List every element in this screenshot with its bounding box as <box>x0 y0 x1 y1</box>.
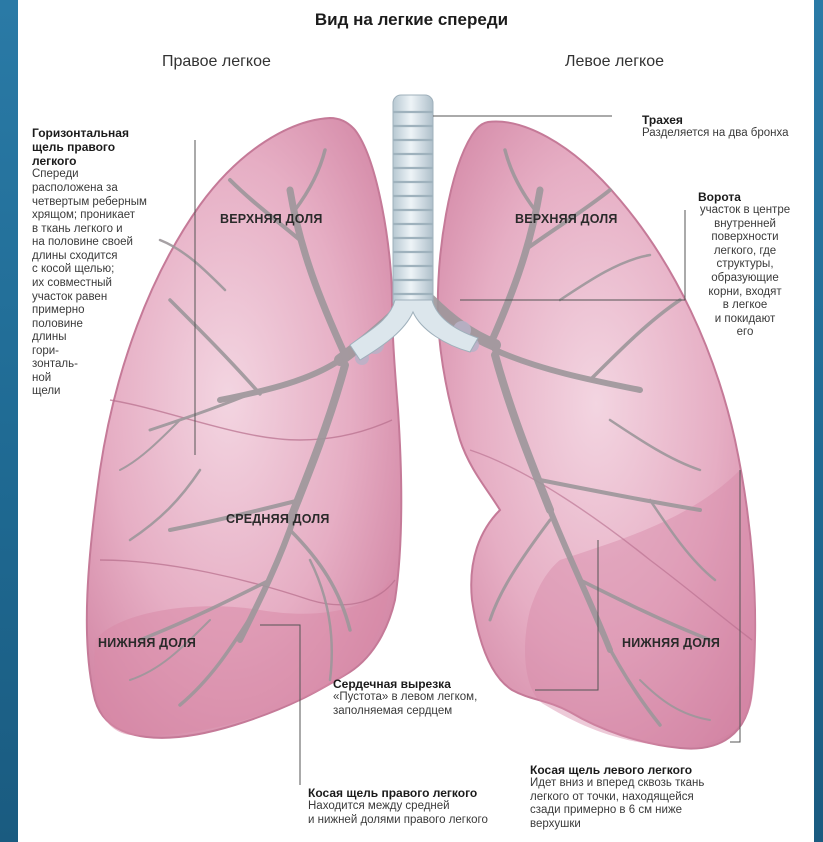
right-lower-lobe-label: НИЖНЯЯ ДОЛЯ <box>98 636 196 650</box>
hilum-line: корни, входят <box>690 286 800 300</box>
hilum-line: и покидают <box>690 313 800 327</box>
hilum-line: внутренней <box>690 218 800 232</box>
hilum-line: структуры, <box>690 258 800 272</box>
horizontal-fissure-line: щели <box>32 385 192 399</box>
left-oblique-line: легкого от точки, находящейся <box>530 791 704 805</box>
left-lower-lobe-label: НИЖНЯЯ ДОЛЯ <box>622 636 720 650</box>
horizontal-fissure-line: с косой щелью; <box>32 263 192 277</box>
right-oblique-heading: Косая щель правого легкого <box>308 786 488 800</box>
horizontal-fissure-line: длины <box>32 331 192 345</box>
horizontal-fissure-line: хрящом; проникает <box>32 209 192 223</box>
horizontal-fissure-line: на половине своей <box>32 236 192 250</box>
horizontal-fissure-line: участок равен <box>32 291 192 305</box>
hilum-callout: Ворота участок в центре внутренней повер… <box>690 190 800 340</box>
horizontal-fissure-line: зонталь- <box>32 358 192 372</box>
cardiac-notch-line: заполняемая сердцем <box>333 705 477 719</box>
trachea-callout: Трахея Разделяется на два бронха <box>642 113 789 141</box>
cardiac-notch-callout: Сердечная вырезка «Пустота» в левом легк… <box>333 677 477 718</box>
horizontal-fissure-line: расположена за <box>32 182 192 196</box>
hilum-line: образующие <box>690 272 800 286</box>
right-oblique-fissure-callout: Косая щель правого легкого Находится меж… <box>308 786 488 827</box>
horizontal-fissure-line: половине <box>32 318 192 332</box>
trachea-text: Разделяется на два бронха <box>642 127 789 141</box>
hilum-line: легкого, где <box>690 245 800 259</box>
left-oblique-line: сзади примерно в 6 см ниже <box>530 804 704 818</box>
left-upper-lobe-label: ВЕРХНЯЯ ДОЛЯ <box>515 212 618 226</box>
horizontal-fissure-line: ной <box>32 372 192 386</box>
horizontal-fissure-callout: Горизонтальная щель правого легкого Спер… <box>32 126 192 399</box>
hilum-line: его <box>690 326 800 340</box>
right-middle-lobe-label: СРЕДНЯЯ ДОЛЯ <box>226 512 330 526</box>
right-lung-label: Правое легкое <box>162 53 271 72</box>
left-oblique-line: верхушки <box>530 818 704 832</box>
horizontal-fissure-line: Спереди <box>32 168 192 182</box>
right-oblique-line: Находится между средней <box>308 800 488 814</box>
hilum-line: поверхности <box>690 231 800 245</box>
horizontal-fissure-line: их совместный <box>32 277 192 291</box>
horizontal-fissure-line: четвертым реберным <box>32 196 192 210</box>
hilum-line: в легкое <box>690 299 800 313</box>
trachea-heading: Трахея <box>642 113 789 127</box>
page-title: Вид на легкие спереди <box>0 10 823 30</box>
hilum-heading: Ворота <box>690 190 800 204</box>
hilum-line: участок в центре <box>690 204 800 218</box>
right-oblique-line: и нижней долями правого легкого <box>308 814 488 828</box>
horizontal-fissure-line: гори- <box>32 345 192 359</box>
left-lung-label: Левое легкое <box>565 53 664 72</box>
left-oblique-heading: Косая щель левого легкого <box>530 763 704 777</box>
left-oblique-line: Идет вниз и вперед сквозь ткань <box>530 777 704 791</box>
left-oblique-fissure-callout: Косая щель левого легкого Идет вниз и вп… <box>530 763 704 831</box>
cardiac-notch-line: «Пустота» в левом легком, <box>333 691 477 705</box>
right-upper-lobe-label: ВЕРХНЯЯ ДОЛЯ <box>220 212 323 226</box>
horizontal-fissure-heading: легкого <box>32 154 192 168</box>
horizontal-fissure-heading: щель правого <box>32 140 192 154</box>
horizontal-fissure-line: длины сходится <box>32 250 192 264</box>
horizontal-fissure-line: примерно <box>32 304 192 318</box>
cardiac-notch-heading: Сердечная вырезка <box>333 677 477 691</box>
horizontal-fissure-line: в ткань легкого и <box>32 223 192 237</box>
horizontal-fissure-heading: Горизонтальная <box>32 126 192 140</box>
